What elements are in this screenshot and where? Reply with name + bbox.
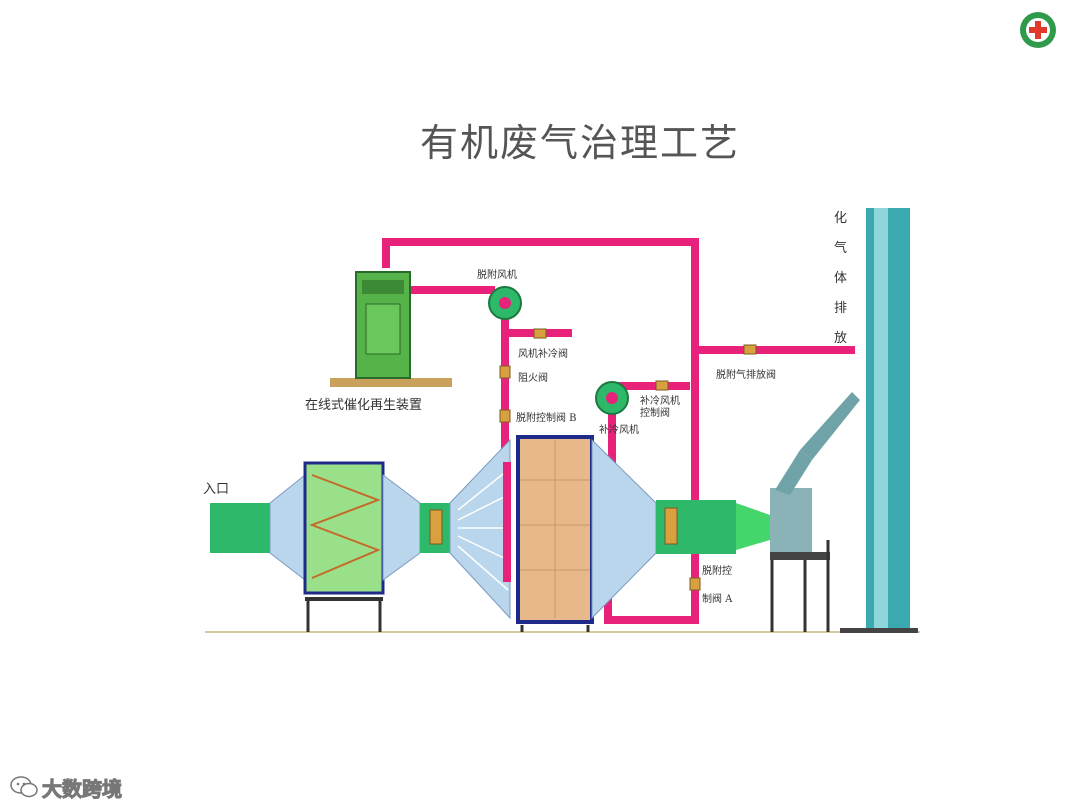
watermark-text: 大数跨境 [42,776,123,801]
watermark: 大数跨境 [10,772,123,802]
exhaust-label-char4: 排 [834,301,847,316]
desorption-fan-icon [488,286,522,320]
cooling-fan-label: 补冷风机 [599,423,639,436]
exhaust-label-char1: 化 [834,211,847,226]
regenerator-label: 在线式催化再生装置 [305,398,422,413]
inlet-duct [210,503,270,553]
desorption-valve-a-label-line1: 脱附控 [702,564,732,577]
exhaust-label-char2: 气 [834,240,847,256]
outlet-valve-icon [664,507,678,545]
green-cross-emblem-icon [1020,12,1056,48]
outlet-nozzle [736,503,770,550]
pre-filter-unit [269,461,421,632]
adsorption-bed-unit [449,435,657,632]
cooling-fan-valve-label-line1: 补冷风机 [640,394,680,407]
exhaust-label-char5: 放 [834,331,847,346]
exhaust-stack [840,208,918,633]
desorption-valve-a-label-line2: 制阀 A [702,592,733,605]
desorption-fan-label: 脱附风机 [477,268,517,281]
desorption-valve-b-label: 脱附控制阀 B [516,411,577,424]
wechat-logo-icon [10,776,38,798]
connector-valve-icon [429,509,443,545]
desorption-pipes [382,238,855,624]
inlet-label: 入口 [203,482,229,497]
cooling-fan-icon [595,381,629,415]
main-exhaust-fan [770,392,860,632]
page-title: 有机废气治理工艺 [419,121,740,165]
exhaust-label-char3: 体 [834,271,847,286]
catalytic-regenerator [330,271,452,387]
fan-cooling-valve-label: 风机补冷阀 [518,347,568,360]
cooling-fan-valve-label-line2: 控制阀 [640,406,670,419]
desorption-exhaust-valve-label: 脱附气排放阀 [716,368,776,381]
fire-valve-label: 阻火阀 [518,371,548,384]
valve-icons [499,328,757,591]
